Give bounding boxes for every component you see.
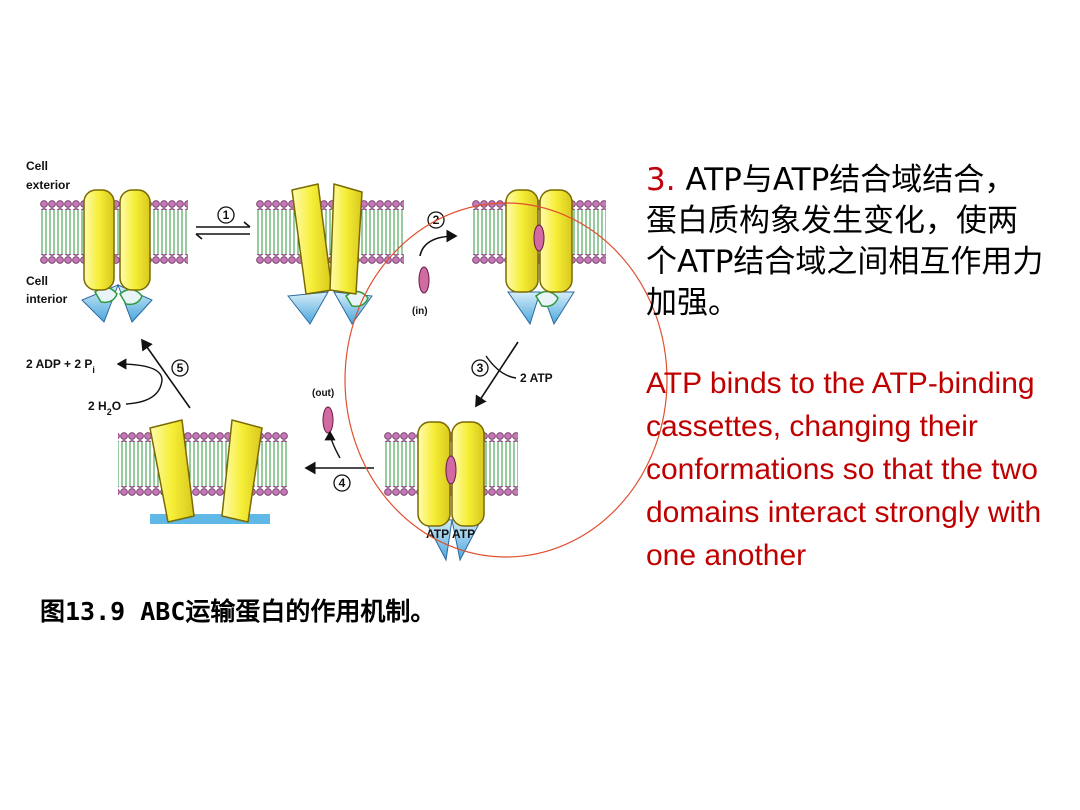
arrow-step-5 <box>141 338 191 409</box>
hydrolysis-arrow <box>116 358 163 405</box>
label-2-atp: 2 ATP <box>520 371 553 385</box>
step-1-label: 1 <box>217 206 235 224</box>
label-cell-interior-1: Cell <box>26 274 48 288</box>
english-description: ATP binds to the ATP-binding cassettes, … <box>646 367 1042 572</box>
label-cell-exterior-1: Cell <box>26 159 48 173</box>
atp-inflow-arrow <box>485 355 517 379</box>
figure-caption: 图13.9 ABC运输蛋白的作用机制。 <box>40 597 436 626</box>
label-in: (in) <box>412 306 428 317</box>
transporter-state-1 <box>40 189 188 323</box>
text-panel: 3. ATP与ATP结合域结合，蛋白质构象发生变化，使两个ATP结合域之间相互作… <box>646 160 1046 577</box>
transporter-state-2 <box>256 183 404 325</box>
label-adp-pi: 2 ADP + 2 Pi <box>26 357 95 375</box>
svg-text:5: 5 <box>177 361 184 375</box>
highlight-circle <box>344 202 668 558</box>
step-number: 3. <box>646 162 676 198</box>
step-4-label: 4 <box>333 474 351 492</box>
step-3-label: 3 <box>471 359 489 377</box>
svg-text:1: 1 <box>223 208 230 222</box>
arrow-release-out <box>324 430 341 459</box>
chinese-body: ATP与ATP结合域结合，蛋白质构象发生变化，使两个ATP结合域之间相互作用力加… <box>646 162 1044 321</box>
label-out: (out) <box>312 388 334 399</box>
label-atp-left: ATP <box>426 527 449 541</box>
transporter-state-4 <box>384 421 518 562</box>
svg-text:4: 4 <box>339 476 346 490</box>
svg-text:3: 3 <box>477 361 484 375</box>
equilibrium-arrow-1 <box>195 221 251 240</box>
substrate-out <box>322 406 334 434</box>
label-cell-exterior-2: exterior <box>26 178 70 192</box>
label-cell-interior-2: interior <box>26 292 68 306</box>
transporter-state-5 <box>118 419 288 524</box>
label-atp-right: ATP <box>452 527 475 541</box>
transporter-state-3 <box>472 189 606 326</box>
label-h2o: 2 H2O <box>88 399 121 417</box>
step-5-label: 5 <box>171 359 189 377</box>
substrate-in <box>418 266 430 294</box>
chinese-description: 3. ATP与ATP结合域结合，蛋白质构象发生变化，使两个ATP结合域之间相互作… <box>646 160 1046 324</box>
arrow-step-2 <box>419 229 458 257</box>
arrow-step-3 <box>475 341 519 408</box>
